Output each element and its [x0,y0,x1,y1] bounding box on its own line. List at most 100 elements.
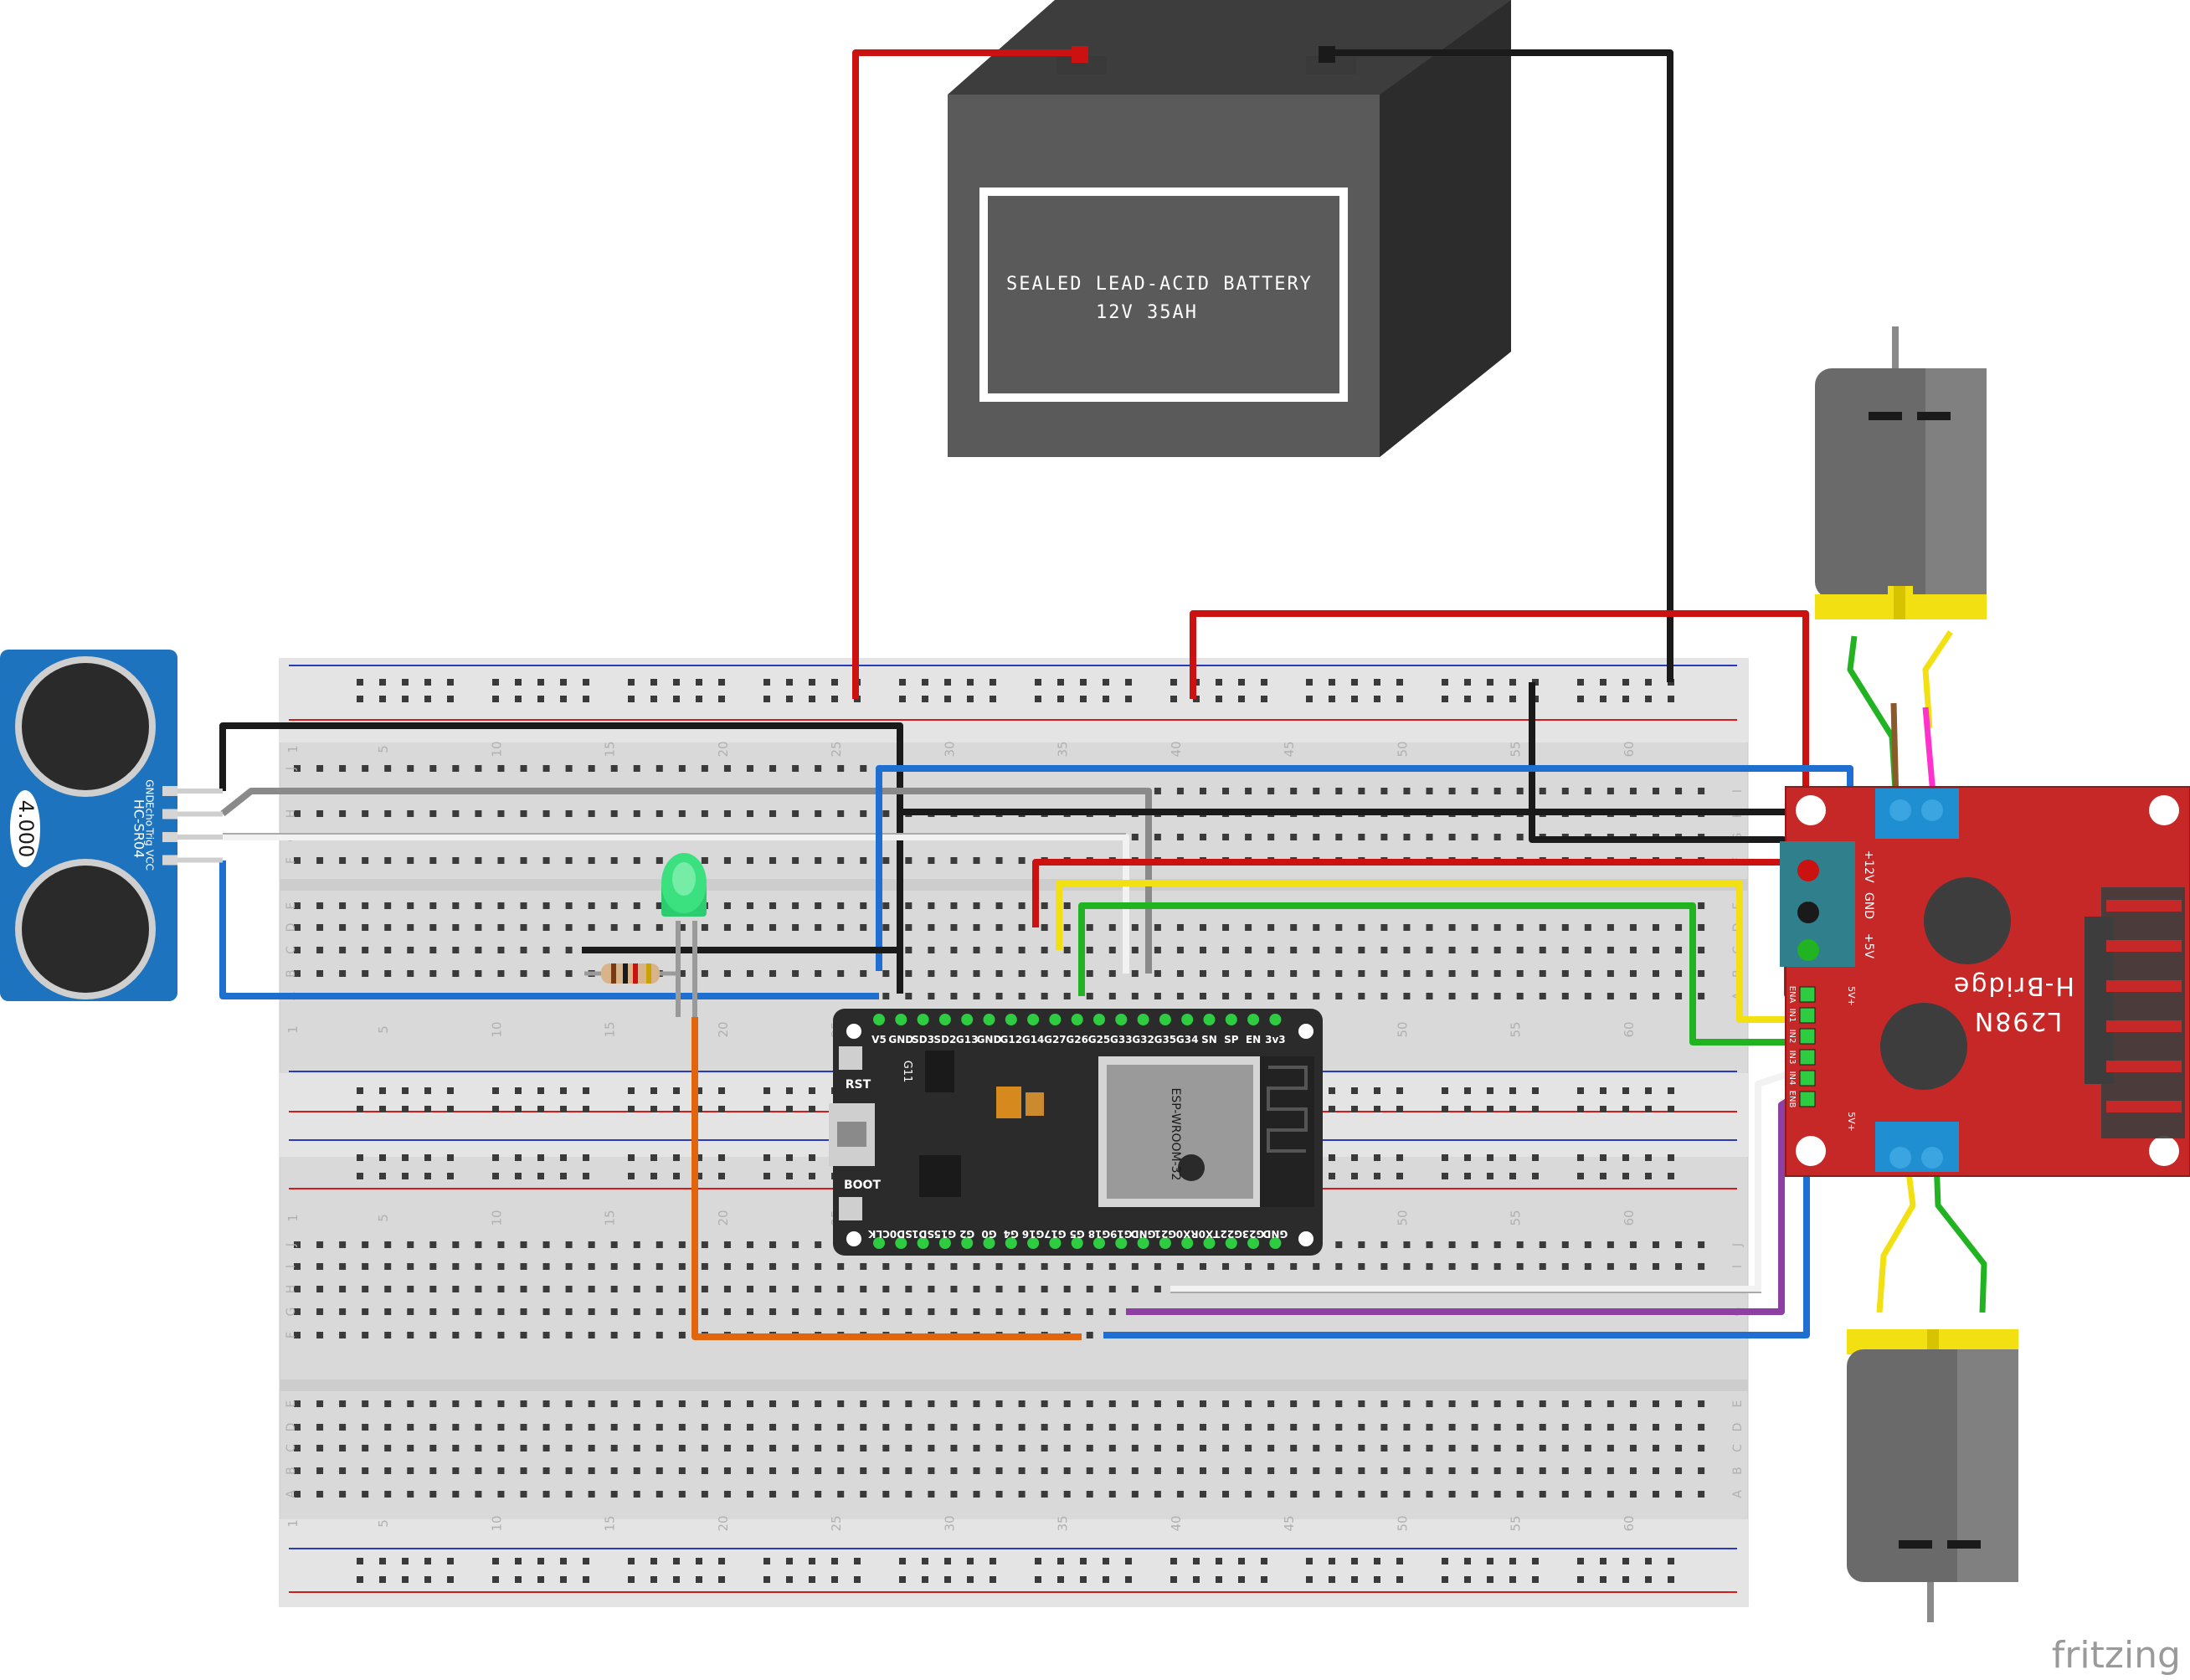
rail-hole [650,1106,657,1112]
breadboard-hole [815,1400,822,1407]
rail-hole [1329,1106,1335,1112]
breadboard-hole [339,810,347,817]
breadboard-hole [1245,1424,1252,1431]
column-number: 50 [1395,1021,1410,1037]
breadboard-hole [1176,834,1184,840]
rail-hole [650,679,657,686]
esp32-pin [1203,1014,1216,1025]
breadboard-hole [362,1263,369,1270]
rail-hole [786,1087,793,1094]
breadboard-hole [1380,1445,1388,1451]
rail-hole [447,1558,454,1564]
breadboard-hole [1471,1491,1478,1498]
breadboard-hole [678,1286,686,1292]
rail-hole [1622,1558,1629,1564]
breadboard-hole [1313,924,1320,931]
rail-hole [379,1154,386,1161]
rail-hole [1125,1558,1132,1564]
breadboard-hole [837,1263,845,1270]
rail-hole [1600,1558,1607,1564]
breadboard-hole [316,1491,324,1498]
breadboard-hole [1653,1263,1659,1270]
breadboard-hole [1380,993,1388,999]
breadboard-hole [1675,1491,1683,1498]
breadboard-hole [1041,902,1048,909]
breadboard-hole [1222,1400,1230,1407]
breadboard-hole [1245,1400,1252,1407]
breadboard-hole [633,1241,640,1248]
breadboard-hole [905,1308,912,1315]
breadboard-hole [950,1263,958,1270]
breadboard-hole [407,1467,414,1474]
breadboard-hole [1493,924,1501,931]
breadboard-hole [1675,1445,1683,1451]
wire-battery-negative [1331,49,1673,682]
rail-hole [922,1576,928,1583]
led [661,853,707,1017]
rail-hole [560,1087,567,1094]
breadboard-hole [339,1308,347,1315]
breadboard-hole [1380,970,1388,977]
l298n-control-label: IN2 [1787,1030,1797,1044]
breadboard-hole [792,1400,799,1407]
rail-hole [650,1173,657,1179]
breadboard-hole [1607,993,1614,999]
l298n-power-label: +5V [1862,933,1875,959]
esp32-pin-label: G32 [1132,1034,1154,1046]
breadboard-hole [1200,970,1206,977]
breadboard-hole [973,1445,980,1451]
breadboard-hole [1154,1286,1161,1292]
rail-hole [696,679,702,686]
rail-hole [1577,696,1584,702]
column-number: 5 [376,745,391,753]
rail-hole [492,1154,499,1161]
breadboard-hole [339,1400,347,1407]
rail-hole [899,1558,906,1564]
rail-hole [560,1173,567,1179]
rail-hole [1668,1576,1674,1583]
esp32-pin [1049,1237,1062,1249]
breadboard-hole [294,1491,301,1498]
rail-hole [650,1576,657,1583]
breadboard-hole [520,810,527,817]
rail-hole [424,1154,431,1161]
breadboard-hole [1561,1491,1569,1498]
breadboard-hole [1267,1467,1275,1474]
rail-hole [1668,1558,1674,1564]
breadboard-hole [316,810,324,817]
rail-hole [1577,1087,1584,1094]
row-letter: I [285,1265,298,1268]
breadboard-hole [1131,1286,1139,1292]
breadboard-hole [1086,1308,1093,1315]
breadboard-hole [1675,970,1683,977]
rail-hole [718,1106,725,1112]
breadboard-hole [747,1467,753,1474]
breadboard-hole [475,1445,482,1451]
breadboard-hole [1561,1445,1569,1451]
breadboard-hole [1516,993,1524,999]
rail-hole [718,1576,725,1583]
breadboard-hole [452,902,460,909]
breadboard-hole [1403,1400,1411,1407]
breadboard-hole [1154,924,1161,931]
breadboard-hole [316,1332,324,1338]
rail-hole [1487,1576,1493,1583]
rail-hole [628,679,635,686]
breadboard-hole [294,970,301,977]
rail-hole [1396,1154,1403,1161]
esp32-pin [1159,1014,1171,1025]
breadboard-hole [1063,947,1071,953]
breadboard-hole [1561,924,1569,931]
rail-hole [967,679,974,686]
breadboard-hole [1584,993,1591,999]
breadboard-hole [588,1467,595,1474]
breadboard-hole [610,1308,618,1315]
rail-hole [583,1154,589,1161]
breadboard-hole [882,1491,890,1498]
breadboard-hole [1108,1263,1116,1270]
breadboard-hole [1108,924,1116,931]
rail-hole [537,696,544,702]
rail-hole [1600,1154,1607,1161]
breadboard-hole [588,765,595,772]
